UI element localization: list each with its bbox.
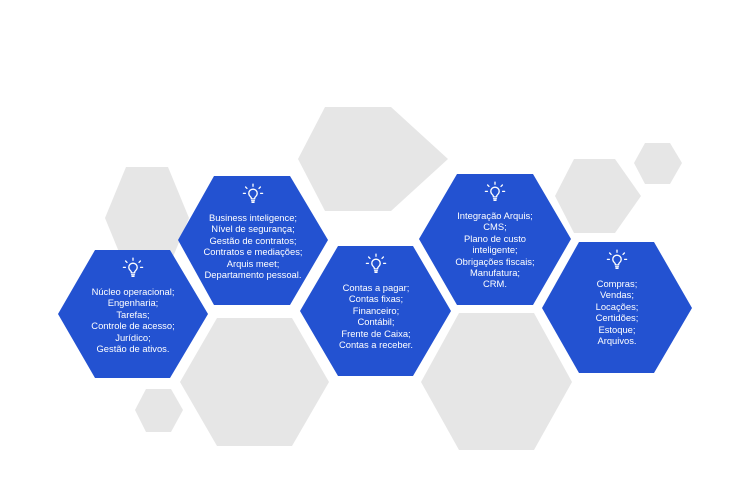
gray-hexagon xyxy=(298,107,448,211)
blue-hexagon-financeiro xyxy=(300,246,451,376)
card-business: Business inteligence;Nível de segurança;… xyxy=(188,182,318,280)
card-line: Tarefas; xyxy=(116,308,150,320)
gray-hexagon xyxy=(105,167,189,269)
card-line: Gestão de ativos. xyxy=(96,343,170,355)
card-line: Manufatura; xyxy=(469,267,521,279)
lightbulb-icon xyxy=(606,249,628,270)
card-line: Financeiro; xyxy=(352,304,400,316)
blue-hexagon-integracao xyxy=(419,174,571,305)
card-compras: Compras;Vendas;Locações;Certidões;Estoqu… xyxy=(552,248,682,346)
blue-hexagon-operacional xyxy=(58,250,208,378)
card-line: Contratos e mediações; xyxy=(203,246,303,258)
card-line: Arquis meet; xyxy=(226,257,280,269)
card-line: Jurídico; xyxy=(115,331,151,343)
card-line: Obrigações fiscais; xyxy=(455,255,535,267)
card-line: Arquivos. xyxy=(597,335,637,347)
card-operacional: Núcleo operacional;Engenharia;Tarefas;Co… xyxy=(68,256,198,354)
lightbulb-icon xyxy=(484,181,506,202)
gray-hexagon xyxy=(180,318,329,446)
card-line: Gestão de contratos; xyxy=(209,234,297,246)
lightbulb-icon xyxy=(242,183,264,204)
card-line: Frente de Caixa; xyxy=(341,327,411,339)
card-line: Departamento pessoal. xyxy=(204,269,302,281)
lightbulb-icon xyxy=(365,253,387,274)
card-line: inteligente; xyxy=(472,244,518,256)
blue-hexagon-business xyxy=(178,176,328,305)
card-line: CMS; xyxy=(483,221,507,233)
gray-hexagon xyxy=(634,143,682,184)
card-line: Contas fixas; xyxy=(348,293,404,305)
gray-hexagon xyxy=(135,389,183,432)
card-line: Contas a pagar; xyxy=(342,282,410,293)
card-line: CRM. xyxy=(483,278,507,290)
gray-hexagon xyxy=(421,313,572,450)
card-line: Engenharia; xyxy=(107,297,159,309)
gray-hexagon xyxy=(555,159,641,233)
card-line: Contas a receber. xyxy=(338,339,413,351)
card-line: Núcleo operacional; xyxy=(91,286,175,297)
card-line: Contábil; xyxy=(357,316,395,328)
blue-hexagon-compras xyxy=(542,242,692,373)
card-line: Nível de segurança; xyxy=(211,223,295,235)
card-line: Compras; xyxy=(596,278,638,289)
card-line: Controle de acesso; xyxy=(91,320,175,332)
card-line: Plano de custo xyxy=(463,232,527,244)
card-line: Estoque; xyxy=(598,323,636,335)
lightbulb-icon xyxy=(122,257,144,278)
card-line: Locações; xyxy=(595,300,639,312)
card-line: Integração Arquis; xyxy=(457,210,533,221)
card-financeiro: Contas a pagar;Contas fixas;Financeiro;C… xyxy=(311,252,441,350)
card-line: Certidões; xyxy=(595,312,639,324)
card-line: Business inteligence; xyxy=(208,212,298,223)
card-line: Vendas; xyxy=(600,289,634,301)
